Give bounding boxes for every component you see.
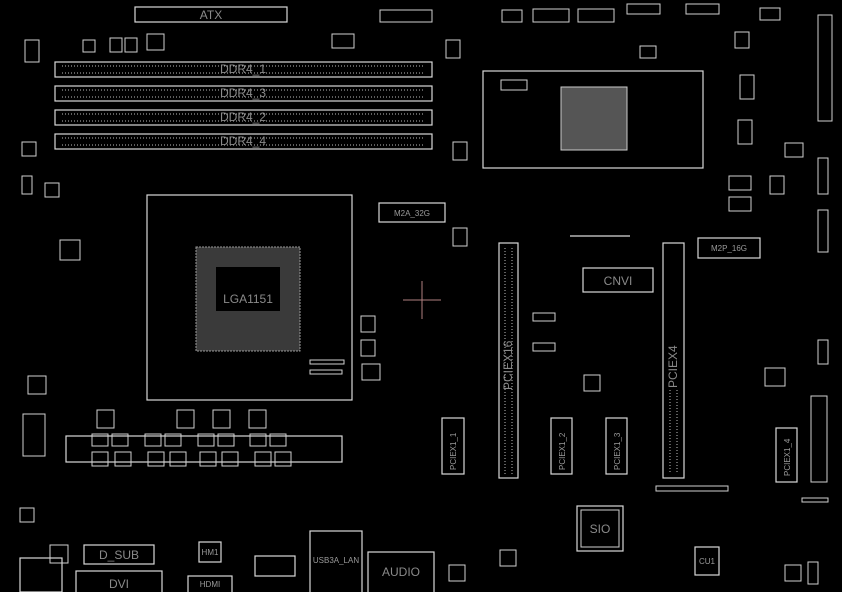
pch-chip	[560, 86, 628, 151]
misc-components	[19, 3, 833, 585]
dimm-label: DDR4_3	[220, 86, 266, 100]
cpu-socket[interactable]: LGA1151	[146, 194, 353, 401]
dimm-label: DDR4_4	[220, 134, 266, 148]
dimm-slot-4[interactable]: DDR4_4	[54, 133, 433, 150]
cpu-socket-label: LGA1151	[223, 292, 273, 306]
dimm-label: DDR4_1	[220, 62, 266, 76]
d-sub-label: D_SUB	[99, 548, 139, 562]
crosshair-cursor	[403, 281, 441, 319]
audio-connector[interactable]: AUDIO	[367, 551, 435, 592]
pciex16-label: PCIEX16	[501, 340, 515, 390]
m2a-slot[interactable]: M2A_32G	[378, 202, 446, 223]
dvi-connector[interactable]: DVI	[75, 570, 163, 592]
pciex4-slot[interactable]: PCIEX4	[662, 242, 685, 479]
m2p-label: M2P_16G	[711, 244, 747, 253]
atx-label: ATX	[200, 8, 222, 22]
usb-header[interactable]	[19, 557, 63, 592]
hdmi-connector[interactable]: HDMI	[187, 575, 233, 592]
pciex1-label: PCIEX1_4	[783, 438, 792, 476]
cnvi-label: CNVI	[604, 274, 633, 288]
pch-area[interactable]	[482, 70, 704, 169]
usb-lan-connector[interactable]: USB3A_LAN	[309, 530, 363, 592]
dimm-slot-1[interactable]: DDR4_1	[54, 61, 433, 78]
dimm-slot-3[interactable]: DDR4_3	[54, 85, 433, 102]
cu1-chip[interactable]: CU1	[694, 546, 720, 576]
pciex1-label: PCIEX1_2	[558, 432, 567, 470]
sio-label: SIO	[590, 522, 611, 536]
pciex4-label: PCIEX4	[666, 345, 680, 388]
vrm-area[interactable]	[65, 409, 343, 467]
sio-chip[interactable]: SIO	[576, 505, 624, 552]
pciex1-slot-2[interactable]: PCIEX1_2	[550, 417, 573, 475]
hdmi-label: HDMI	[200, 580, 220, 589]
pciex1-slot-3[interactable]: PCIEX1_3	[605, 417, 628, 475]
pciex1-label: PCIEX1_3	[613, 432, 622, 470]
hm1-label: HM1	[202, 548, 219, 557]
cu1-label: CU1	[699, 557, 716, 566]
atx-connector[interactable]: ATX	[134, 6, 288, 23]
pciex1-label: PCIEX1_1	[449, 432, 458, 470]
usb-lan-label: USB3A_LAN	[313, 556, 359, 565]
hm1-chip[interactable]: HM1	[198, 541, 222, 563]
header-strip	[655, 485, 729, 492]
small-connector[interactable]	[254, 555, 296, 577]
dimm-slot-2[interactable]: DDR4_2	[54, 109, 433, 126]
m2p-slot[interactable]: M2P_16G	[697, 237, 761, 259]
pciex16-slot[interactable]: PCIEX16	[498, 242, 519, 479]
d-sub-connector[interactable]: D_SUB	[83, 544, 155, 565]
dvi-label: DVI	[109, 577, 129, 591]
cnvi-slot[interactable]: CNVI	[582, 267, 654, 293]
dimm-label: DDR4_2	[220, 110, 266, 124]
m2a-label: M2A_32G	[394, 209, 430, 218]
pciex1-slot-4[interactable]: PCIEX1_4	[775, 427, 798, 483]
pciex1-slot-1[interactable]: PCIEX1_1	[441, 417, 465, 475]
audio-label: AUDIO	[382, 565, 420, 579]
